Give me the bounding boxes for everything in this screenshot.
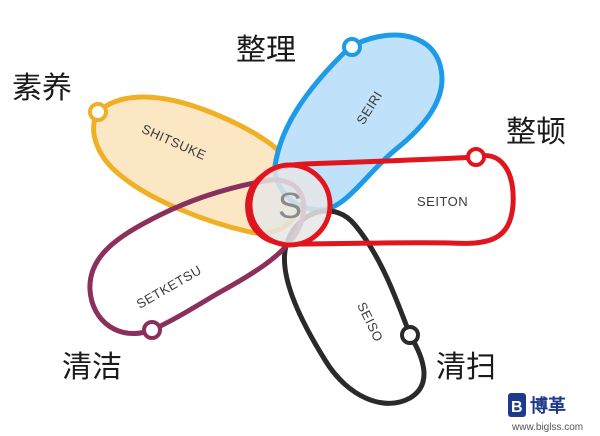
seiso-term: 清扫 (436, 350, 496, 385)
logo-mark (508, 393, 526, 417)
shitsuke-endpoint (88, 102, 108, 122)
shitsuke-term: 素养 (12, 71, 72, 106)
setketsu-label: SETKETSU (134, 262, 204, 311)
seiton-term: 整顿 (506, 115, 566, 150)
seiri-term: 整理 (236, 33, 296, 68)
setketsu-term: 清洁 (62, 350, 122, 385)
center-circle (247, 162, 333, 248)
logo-url: www.biglss.com (511, 422, 583, 433)
lobe-seiso: SEISO 清扫 (281, 208, 496, 406)
seiso-label: SEISO (354, 300, 386, 345)
seiton-label: SEITON (417, 194, 468, 209)
brand-logo: B 博革 www.biglss.com (508, 393, 583, 433)
logo-brand: 博革 (530, 395, 566, 417)
seiri-loop (272, 32, 445, 213)
center-hub: S (247, 162, 333, 248)
lobe-seiri: SEIRI 整理 (236, 32, 445, 213)
center-letter: S (278, 185, 302, 226)
seiri-endpoint (342, 37, 362, 57)
logo-glyph: B (511, 399, 523, 416)
seiso-endpoint (400, 325, 420, 345)
seiton-endpoint (466, 147, 486, 167)
setketsu-endpoint (142, 320, 162, 340)
